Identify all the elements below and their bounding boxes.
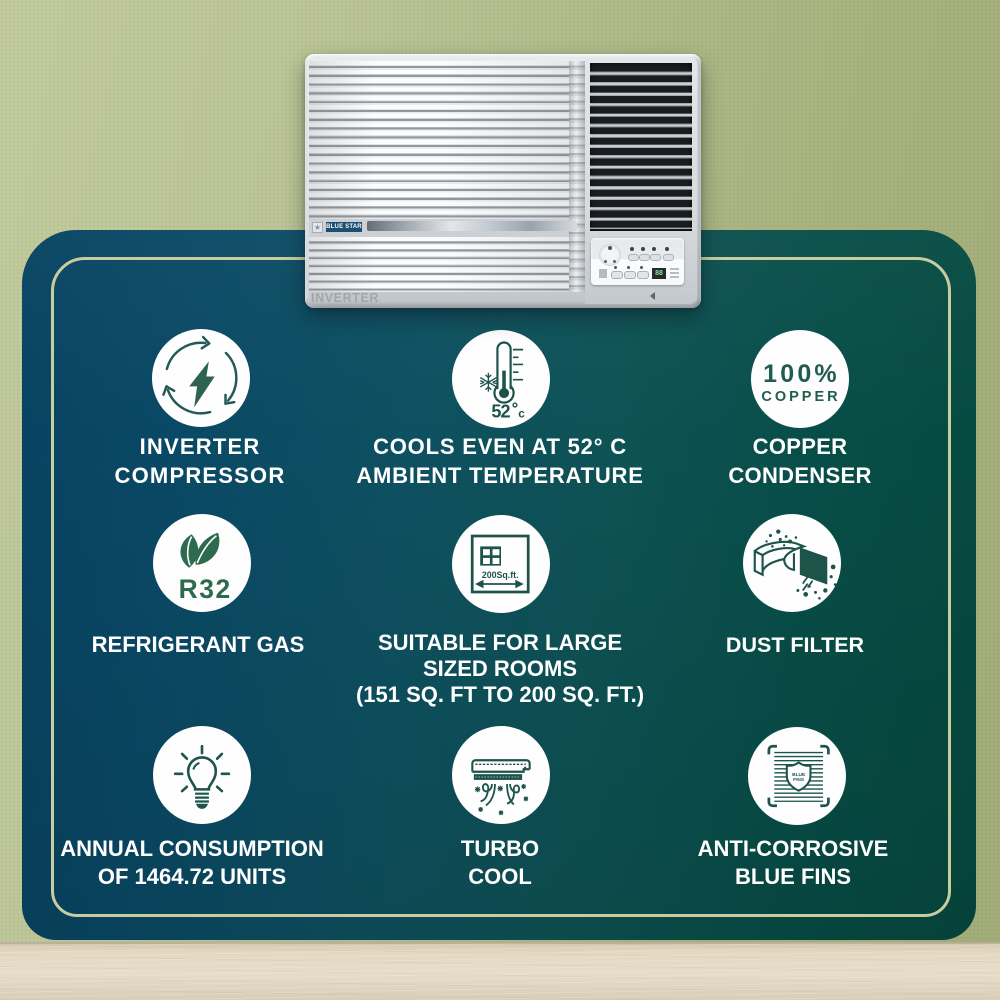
svg-text:R32: R32	[179, 574, 232, 603]
svg-text:200Sq.ft.: 200Sq.ft.	[482, 570, 519, 580]
svg-text:FINS: FINS	[793, 777, 805, 783]
svg-text:52: 52	[491, 402, 510, 421]
svg-text:c: c	[518, 408, 525, 421]
svg-text:BLUE: BLUE	[792, 772, 806, 778]
